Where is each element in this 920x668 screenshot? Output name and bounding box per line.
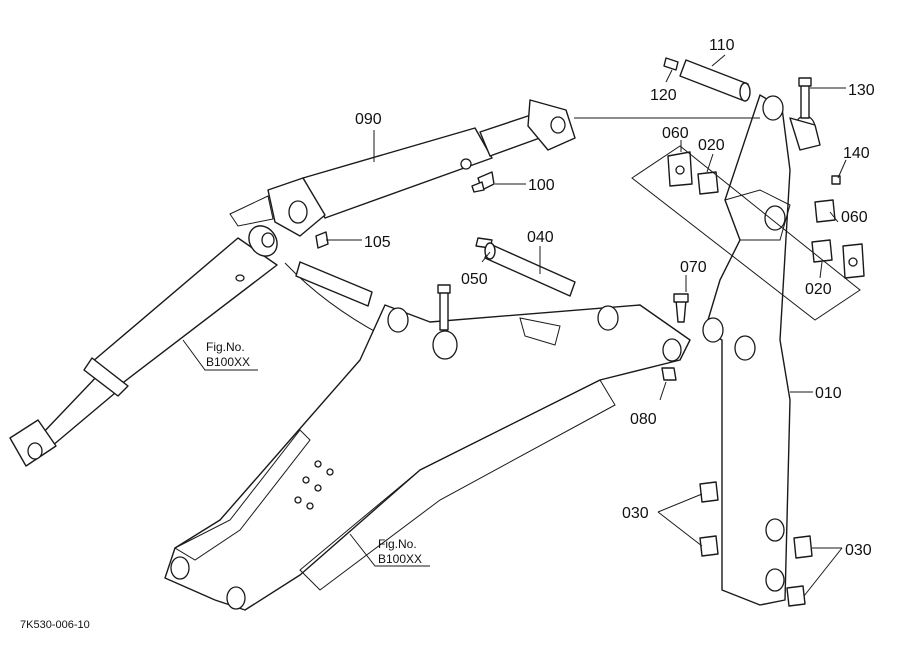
label-130: 130 — [848, 82, 875, 99]
label-040: 040 — [527, 229, 554, 246]
fig-ref-lower-line1: Fig.No. — [378, 537, 417, 551]
label-090: 090 — [355, 111, 382, 128]
boom-drawing — [164, 304, 691, 611]
label-140: 140 — [843, 145, 870, 162]
label-080: 080 — [630, 411, 657, 428]
label-110: 110 — [709, 37, 735, 54]
label-060-lower: 060 — [841, 209, 868, 226]
arm-cylinder-drawing — [229, 99, 576, 237]
label-070: 070 — [680, 259, 707, 276]
label-050: 050 — [461, 271, 488, 288]
label-030-left: 030 — [622, 505, 649, 522]
label-060-upper: 060 — [662, 125, 689, 142]
bolt-070-drawing — [661, 293, 689, 381]
fig-ref-lower-line2: B100XX — [378, 552, 422, 566]
leader-lines — [182, 54, 847, 597]
label-020-lower: 020 — [805, 281, 832, 298]
boom-cylinder-drawing — [9, 225, 278, 467]
label-020-upper: 020 — [698, 137, 725, 154]
bolt-boom-drawing — [437, 284, 451, 331]
arm-drawing — [702, 94, 821, 606]
bushings-030-drawing — [699, 481, 813, 607]
label-120: 120 — [650, 87, 677, 104]
label-030-right: 030 — [845, 542, 872, 559]
pin-040-drawing — [295, 242, 576, 307]
label-105: 105 — [364, 234, 391, 251]
label-100: 100 — [528, 177, 555, 194]
fittings-drawing — [315, 57, 679, 249]
pin-110-drawing — [679, 59, 841, 185]
drawing-code: 7K530-006-10 — [20, 619, 90, 631]
fig-ref-upper-line2: B100XX — [206, 355, 250, 369]
fig-ref-upper-line1: Fig.No. — [206, 340, 245, 354]
label-010: 010 — [815, 385, 842, 402]
figure-references: Fig.No. B100XX Fig.No. B100XX — [206, 340, 422, 566]
shims-bushings-drawing — [631, 145, 865, 321]
part-labels: 010 020 020 030 030 040 050 060 060 070 … — [355, 37, 875, 559]
